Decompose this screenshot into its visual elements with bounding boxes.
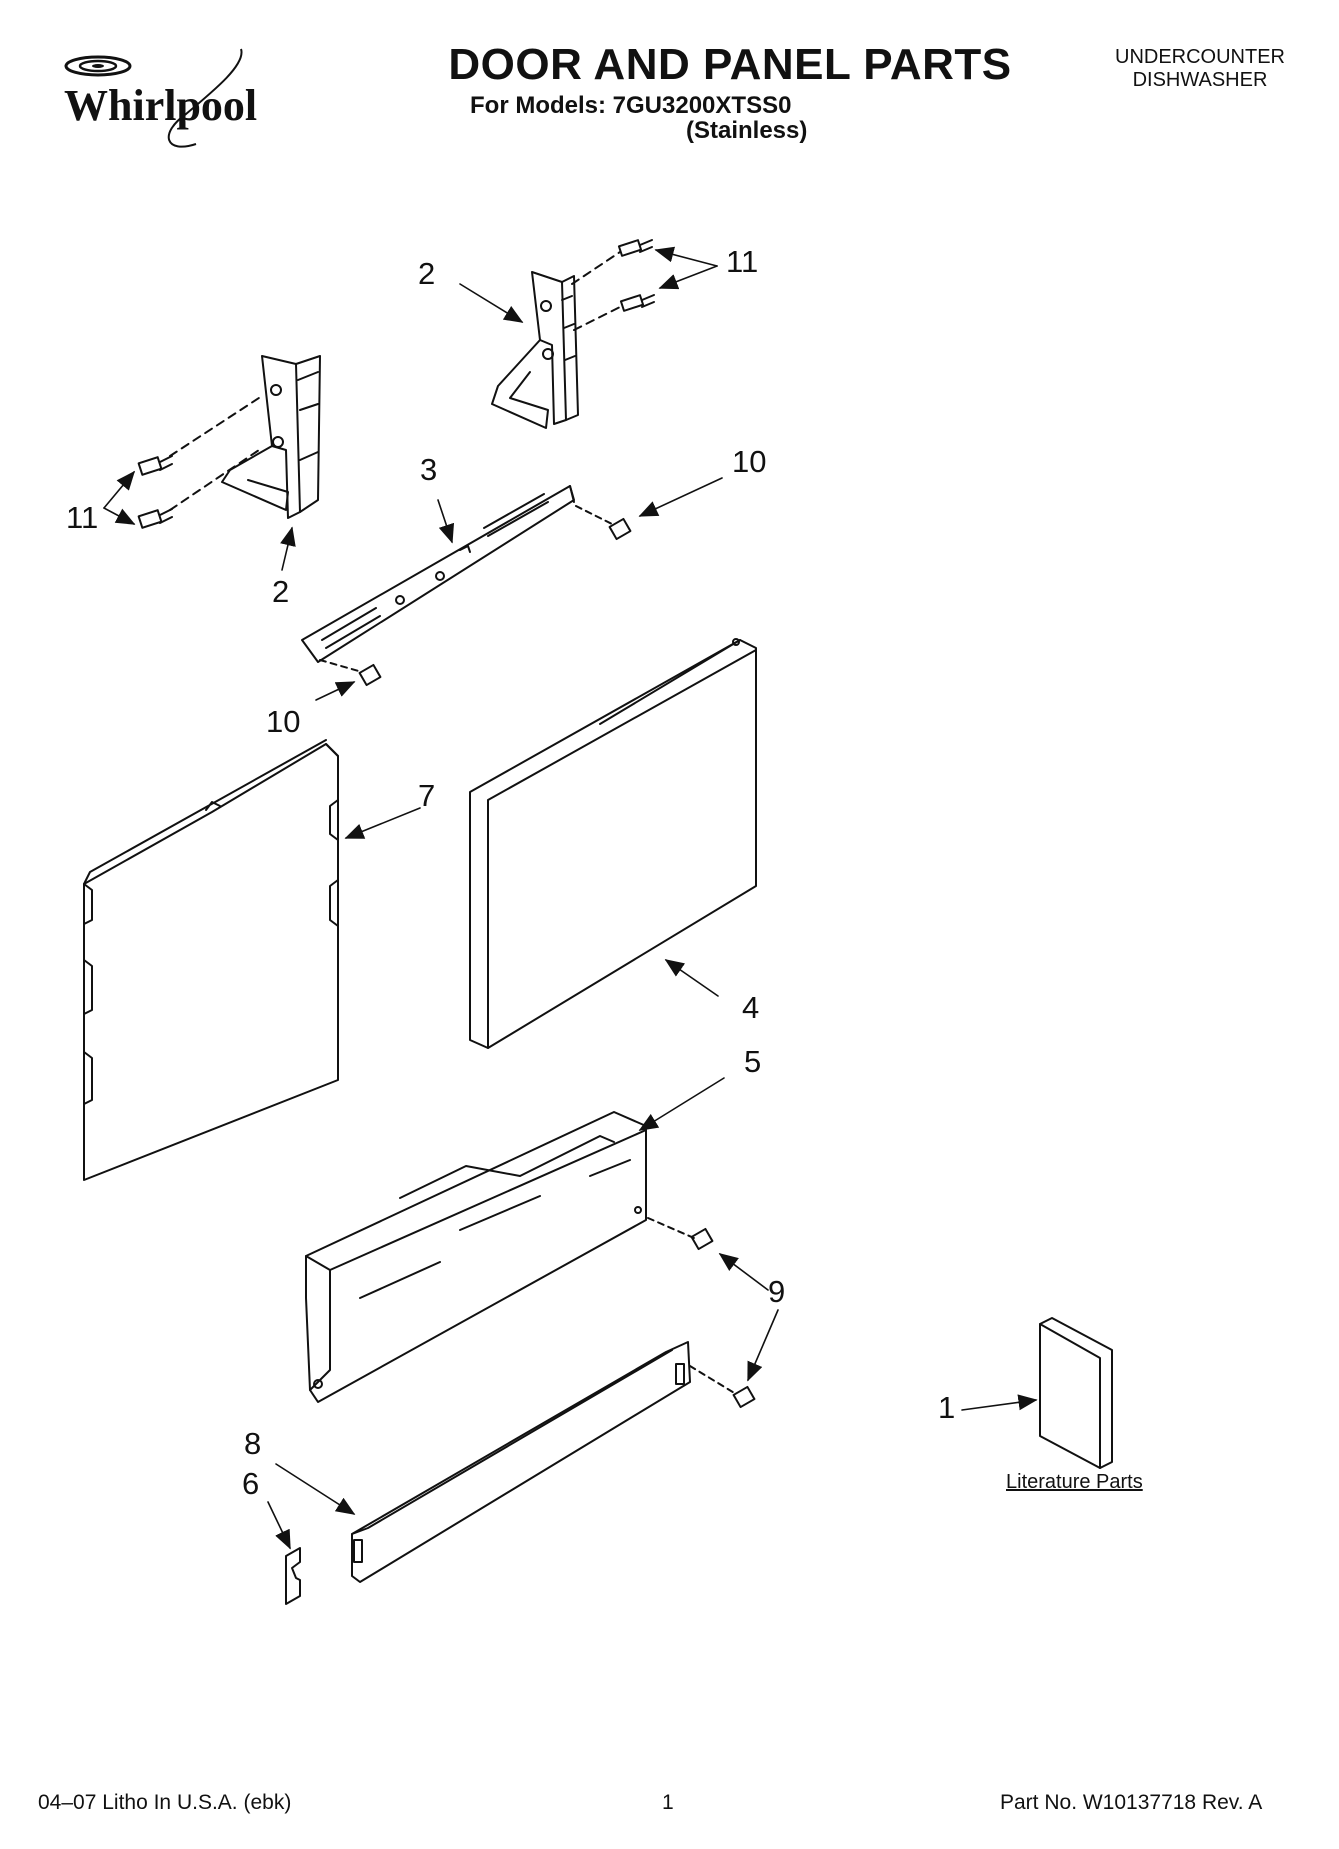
callout-4: 4 (742, 990, 760, 1025)
callout-10-left: 10 (266, 704, 301, 739)
screw-path-lines-left (169, 395, 263, 511)
appliance-category: UNDERCOUNTER DISHWASHER (1090, 46, 1310, 92)
page-title: DOOR AND PANEL PARTS (448, 40, 1012, 89)
screw-10-left (319, 659, 382, 687)
screw-9-lower (689, 1365, 756, 1409)
side-panel (83, 739, 339, 1181)
models-line: For Models: 7GU3200XTSS0 (470, 92, 792, 119)
screw-11-left-b (137, 508, 173, 529)
screw-10-right (575, 505, 632, 541)
screw-11-upper-b (619, 294, 655, 312)
variant-label: (Stainless) (686, 117, 808, 144)
literature-parts-label: Literature Parts (1006, 1471, 1143, 1493)
screw-9-upper (647, 1217, 714, 1251)
callout-leader-arrows (103, 246, 1038, 1550)
callout-2-lower: 2 (272, 574, 290, 609)
retaining-clip (285, 1547, 301, 1605)
screw-11-upper-a (617, 239, 653, 257)
callout-5: 5 (744, 1044, 762, 1079)
print-info: 04–07 Litho In U.S.A. (ebk) (38, 1791, 292, 1814)
kick-plate-strip (351, 1341, 691, 1583)
callout-11-right: 11 (726, 244, 759, 279)
category-line-2: DISHWASHER (1132, 69, 1268, 91)
callout-3: 3 (420, 452, 438, 487)
callout-7: 7 (418, 778, 436, 813)
callout-1: 1 (938, 1390, 956, 1425)
callout-2-upper: 2 (418, 256, 436, 291)
category-line-1: UNDERCOUNTER (1115, 46, 1285, 68)
swirl-icon (64, 48, 243, 148)
callout-6: 6 (242, 1466, 260, 1501)
toe-panel (305, 1111, 647, 1403)
door-hinge-bracket-upper (491, 271, 579, 429)
callout-8: 8 (244, 1426, 262, 1461)
screw-path-lines-upper (571, 251, 623, 331)
callout-9: 9 (768, 1274, 786, 1309)
callout-11-left: 11 (66, 500, 99, 535)
page-number: 1 (662, 1791, 674, 1814)
whirlpool-logo: Whirlpool (46, 44, 286, 160)
part-number: Part No. W10137718 Rev. A (1000, 1791, 1263, 1814)
door-panel (469, 638, 757, 1049)
literature-book (1039, 1317, 1113, 1469)
screw-11-left-a (137, 455, 173, 476)
callout-10-right: 10 (732, 444, 767, 479)
mounting-rail (301, 485, 575, 663)
brand-name: Whirlpool (64, 81, 258, 130)
door-hinge-bracket-left (221, 355, 321, 519)
